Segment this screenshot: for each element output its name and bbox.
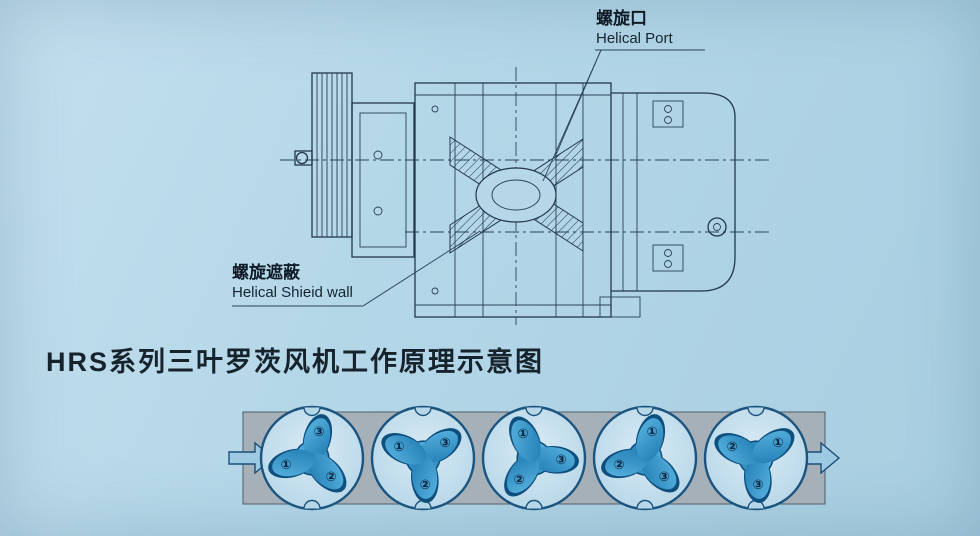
lobe-marker: ①: [772, 436, 783, 451]
helical-port-label-cn: 螺旋口: [596, 9, 647, 28]
helical-shield-wall-label-en: Helical Shieid wall: [232, 284, 353, 302]
stage-2: ③ ② ①: [368, 394, 487, 516]
lobe-marker: ③: [439, 436, 450, 451]
lobe-marker: ②: [513, 473, 524, 488]
lobe-marker: ②: [726, 440, 737, 455]
stage-4: ③ ② ①: [588, 401, 710, 523]
lobe-marker: ③: [555, 453, 566, 468]
lobe-marker: ③: [313, 425, 324, 440]
lobe-marker: ③: [752, 478, 763, 493]
belt-pulley: [294, 72, 353, 238]
helical-port-label: 螺旋口 Helical Port: [596, 8, 673, 49]
lobe-marker: ①: [280, 458, 291, 473]
helical-port-hatch: [449, 136, 584, 254]
helical-shield-wall-label: 螺旋遮蔽 Helical Shieid wall: [232, 262, 353, 303]
lobe-marker: ①: [393, 440, 404, 455]
lobe-marker: ①: [646, 425, 657, 440]
working-principle-stages: ③ ② ① ③ ② ① ③ ② ①: [228, 394, 841, 523]
leader-lines: [232, 49, 705, 307]
lobe-marker: ②: [419, 478, 430, 493]
blower-cross-section-drawing: [232, 49, 770, 325]
helical-shield-wall-label-cn: 螺旋遮蔽: [232, 263, 300, 282]
stage-5: ③ ② ①: [703, 405, 809, 511]
helical-port-label-en: Helical Port: [596, 30, 673, 48]
lobe-marker: ②: [613, 458, 624, 473]
bearing-bracket: [351, 102, 415, 258]
lobe-marker: ②: [325, 470, 336, 485]
lobe-marker: ③: [658, 470, 669, 485]
stage-1: ③ ② ①: [258, 402, 369, 511]
stage-3: ③ ② ①: [481, 405, 587, 511]
diagram-title: HRS系列三叶罗茨风机工作原理示意图: [46, 347, 545, 377]
discharge-end: [599, 92, 736, 318]
lobe-marker: ①: [517, 427, 528, 442]
